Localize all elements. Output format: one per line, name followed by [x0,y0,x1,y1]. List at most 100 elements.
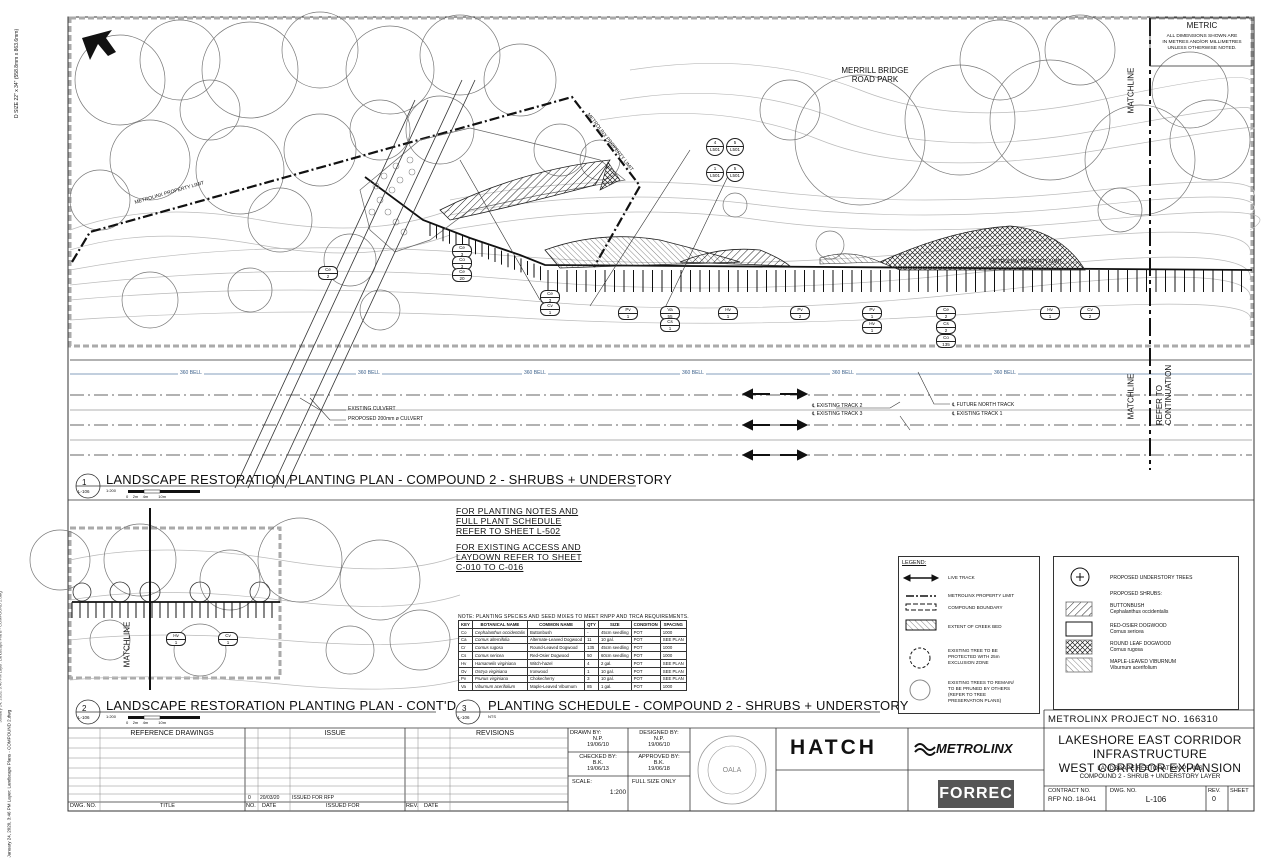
matchline-label: MATCHLINE [1126,67,1136,114]
schedule-note: NOTE: PLANTING SPECIES AND SEED MIXES TO… [458,614,689,620]
property-limit-label-3: METROLINX PROPERTY LIMIT [990,259,1063,265]
legend-trees-remain: EXISTING TREES TO REMAIN/TO BE PRUNED BY… [948,680,1014,703]
legend-compound-boundary: COMPOUND BOUNDARY [948,605,1003,610]
plant-tag-qty: 1 [1048,313,1052,319]
view3-number: 3 [462,704,467,713]
plant-tag-qty: 1 [226,639,230,645]
bell-label-2: 360 BELL [356,370,382,376]
scale-value: 1:200 [609,789,627,796]
schedule-cell: 1000 [659,643,687,653]
schedule-cell: 1 [584,666,599,676]
dwg-no-value: L-106 [1145,795,1167,804]
bell-label-6: 360 BELL [992,370,1018,376]
track2-label: ℄ EXISTING TRACK 2 [812,403,863,409]
property-limit-line [71,95,642,268]
schedule-cell: Hv [458,658,473,668]
view2-sheet: L-106 [78,715,90,720]
plant-tag-qty: 1 [870,313,874,319]
view1-scale: 1:200 [106,488,117,493]
schedule-cell: Cr [458,643,473,653]
schedule-cell: POT [630,666,661,676]
plant-tag-qty: 2 [1088,313,1092,319]
schedule-cell: POT [630,651,661,660]
legend-shrubs-title: PROPOSED SHRUBS: [1110,591,1162,597]
schedule-cell: 50 [584,651,599,660]
view1-sheet: L-106 [78,489,90,494]
designed-by: DESIGNED BY:N.P.19/06/10 [639,730,679,749]
fence-posts [71,222,1242,618]
schedule-cell: Maple-Leaved Viburnum [527,682,586,692]
forrec-logo: FORREC [938,780,1014,808]
issue-row-date: 20/03/20 [260,795,280,801]
plant-tag-code: Ce [541,291,559,298]
dwg-no-col: DWG. NO. [70,803,97,809]
legend-creek-bed: EXTENT OF CREEK BED [948,624,1002,629]
schedule-cell: Cs [458,651,473,660]
legend-live-track: LIVE TRACK [948,575,975,580]
no-col: NO. [246,803,256,809]
schedule-cell: Buttonbush [527,627,586,637]
schedule-cell: 60cm seedling [597,651,632,660]
plant-tag-qty: 2 [944,313,948,319]
rev-label: REV. [1208,788,1221,794]
schedule-cell: 10 gal. [597,674,632,684]
schedule-cell: 4 [584,658,599,668]
plant-tag-qty: 1 [174,639,178,645]
schedule-header-cell: KEY [458,620,473,629]
detail-callout-number: 5 [727,139,743,147]
detail-callout-number: 4 [707,139,723,147]
plant-tag-qty: 1 [870,327,874,333]
rev-col: REV. [406,803,419,809]
scale-bars [128,489,200,720]
schedule-cell: Ironwood [527,666,586,676]
detail-callout-number: 1 [707,165,723,173]
detail-callout-sheet: L501 [729,173,740,178]
view3-title: PLANTING SCHEDULE - COMPOUND 2 - SHRUBS … [488,698,909,713]
rev-value: 0 [1212,796,1216,803]
detail-callout-sheet: L501 [709,173,720,178]
view2-scale: 1:200 [106,714,117,719]
view1-number: 1 [82,478,87,487]
seal-text: OALA [723,767,742,774]
schedule-cell: Cornus rugosa [471,643,529,653]
plant-tag-code: Ce [937,307,955,314]
issued-for-col: ISSUED FOR [326,803,360,809]
plant-tag-code: Ce [319,267,337,274]
existing-trees [29,11,1251,677]
plant-tag-qty: 20 [459,275,465,281]
track1-label: ℄ EXISTING TRACK 1 [952,411,1003,417]
schedule-cell: POT [630,635,661,645]
metric-title: METRIC [1186,21,1218,30]
schedule-header-cell: SIZE [597,620,632,629]
legend-frame [898,556,1040,714]
plant-tag-qty: 1 [626,313,630,319]
schedule-cell: Hamamelis virginiana [471,658,529,668]
plant-tag-code: Cs [937,321,955,328]
plant-tag-code: Va [661,307,679,314]
schedule-cell: 45cm seedling [597,627,632,637]
checked-by: CHECKED BY:B.K.19/06/13 [579,754,617,773]
schedule-cell: Alternate-Leaved Dogwood [527,635,586,645]
plant-tag-qty: 1 [548,309,552,315]
bell-label-3: 360 BELL [522,370,548,376]
schedule-cell: POT [630,658,661,668]
schedule-cell: 10 gal. [597,666,632,676]
